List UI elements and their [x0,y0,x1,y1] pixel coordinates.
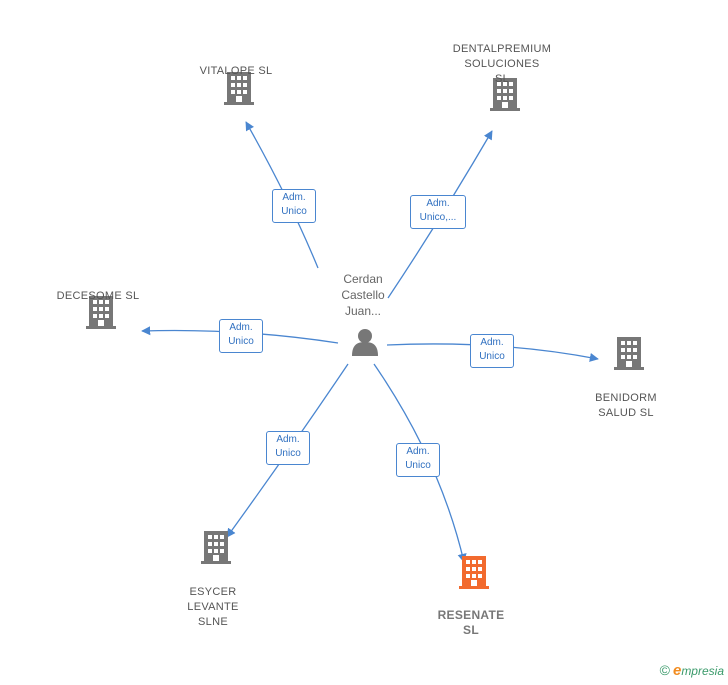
building-icon-esycer[interactable] [201,531,231,564]
relation-label-benidorm[interactable]: Adm. Unico [470,334,514,368]
company-name-decesome[interactable]: DECESOME SL [56,290,140,302]
company-name-benidorm[interactable]: BENIDORM SALUD SL [595,392,657,419]
company-name-vitalope[interactable]: VITALOPE SL [199,65,273,77]
brand-initial: e [672,662,682,679]
person-icon[interactable] [352,329,378,356]
relation-label-vitalope[interactable]: Adm. Unico [272,189,316,223]
copyright-symbol: © [659,662,670,678]
building-icon-resenate[interactable] [459,556,489,589]
center-person-name[interactable]: Cerdan Castello Juan... [341,272,385,318]
relation-label-decesome[interactable]: Adm. Unico [219,319,263,353]
company-name-resenate[interactable]: RESENATE SL [437,608,505,637]
company-name-dentalpremium[interactable]: DENTALPREMIUM SOLUCIONES SL [452,43,552,85]
brand-watermark: ©empresia [660,662,724,679]
relation-label-dentalpremium[interactable]: Adm. Unico,... [410,195,466,229]
company-name-esycer[interactable]: ESYCER LEVANTE SLNE [187,586,239,628]
brand-name: mpresia [681,664,724,678]
relation-label-resenate[interactable]: Adm. Unico [396,443,440,477]
building-icon-benidorm[interactable] [614,337,644,370]
relation-label-esycer[interactable]: Adm. Unico [266,431,310,465]
